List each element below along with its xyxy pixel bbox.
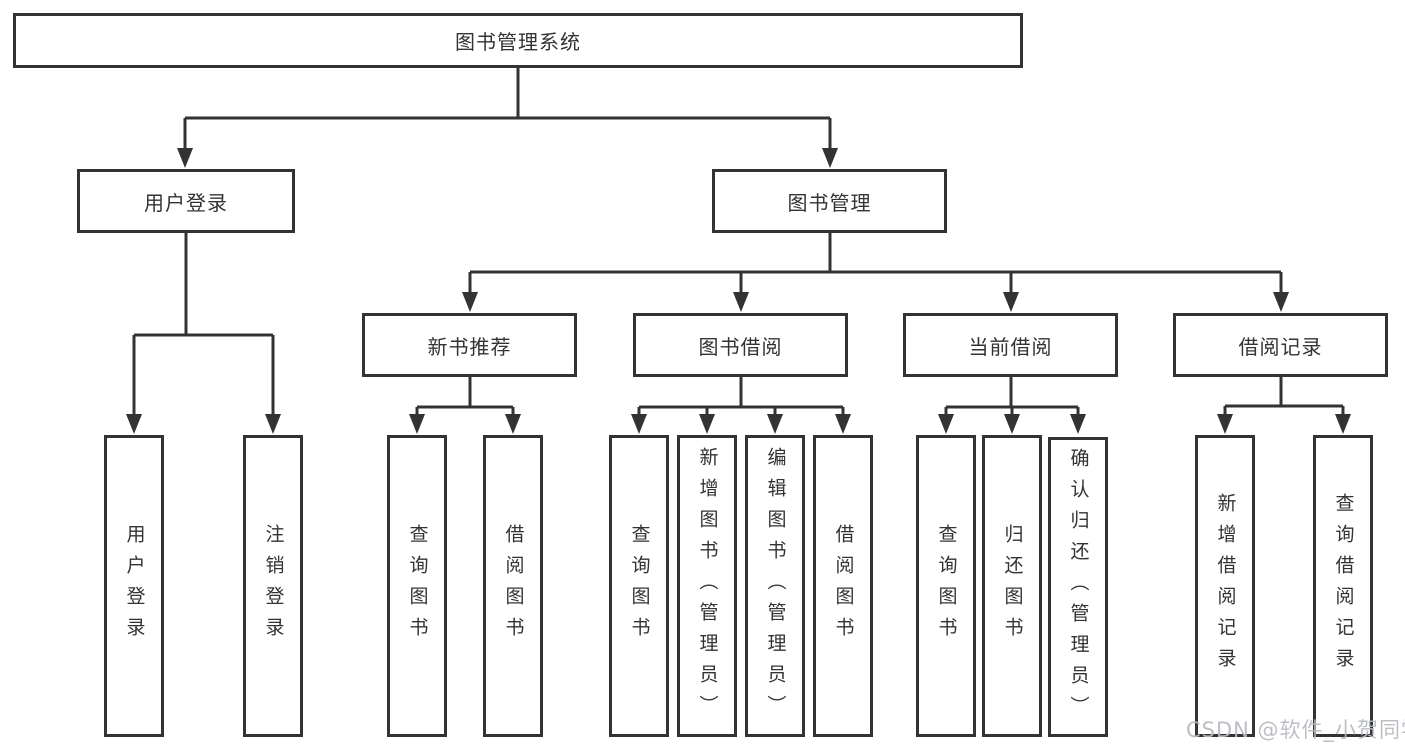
leaf-edit-book-admin: 编辑图书（管理员） [745, 435, 805, 737]
leaf-user-login: 用户登录 [104, 435, 164, 737]
leaf-borrow-books-borrow: 借阅图书 [813, 435, 873, 737]
leaf-label: 新增图书（管理员） [696, 446, 719, 726]
leaf-label: 查询图书 [628, 524, 651, 648]
node-borrowing-records: 借阅记录 [1173, 313, 1388, 377]
connector-records-subtree [1223, 377, 1345, 416]
node-user-login: 用户登录 [77, 169, 295, 233]
connector-recommend-subtree [415, 377, 515, 416]
leaf-query-books-recommend: 查询图书 [387, 435, 447, 737]
leaf-add-borrow-record: 新增借阅记录 [1195, 435, 1255, 737]
leaf-confirm-return-admin: 确认归还（管理员） [1048, 437, 1108, 737]
leaf-label: 查询图书 [406, 524, 429, 648]
connector-root-to-level2 [183, 68, 832, 150]
leaf-label: 新增借阅记录 [1214, 493, 1237, 679]
leaf-label: 借阅图书 [502, 524, 525, 648]
connector-book-mgmt-to-level3 [468, 233, 1283, 294]
leaf-add-book-admin: 新增图书（管理员） [677, 435, 737, 737]
leaf-label: 查询借阅记录 [1332, 493, 1355, 679]
node-current-borrowing: 当前借阅 [903, 313, 1118, 377]
leaf-query-borrow-record: 查询借阅记录 [1313, 435, 1373, 737]
leaf-query-books-borrow: 查询图书 [609, 435, 669, 737]
leaf-label: 编辑图书（管理员） [764, 446, 787, 726]
leaf-borrow-books-recommend: 借阅图书 [483, 435, 543, 737]
node-book-management: 图书管理 [712, 169, 947, 233]
leaf-label: 借阅图书 [832, 524, 855, 648]
connector-user-login-subtree [132, 233, 275, 416]
leaf-label: 归还图书 [1001, 524, 1024, 648]
connector-current-subtree [944, 377, 1080, 416]
node-root-system: 图书管理系统 [13, 13, 1023, 68]
leaf-label: 查询图书 [935, 524, 958, 648]
node-new-book-recommend: 新书推荐 [362, 313, 577, 377]
node-book-borrowing: 图书借阅 [633, 313, 848, 377]
csdn-watermark: CSDN @软件_小贺同学 [1186, 718, 1405, 742]
leaf-query-books-current: 查询图书 [916, 435, 976, 737]
leaf-label: 确认归还（管理员） [1067, 447, 1090, 727]
connector-borrow-subtree [637, 377, 845, 416]
leaf-label: 用户登录 [123, 524, 146, 648]
leaf-return-book: 归还图书 [982, 435, 1042, 737]
leaf-label: 注销登录 [262, 524, 285, 648]
leaf-logout: 注销登录 [243, 435, 303, 737]
